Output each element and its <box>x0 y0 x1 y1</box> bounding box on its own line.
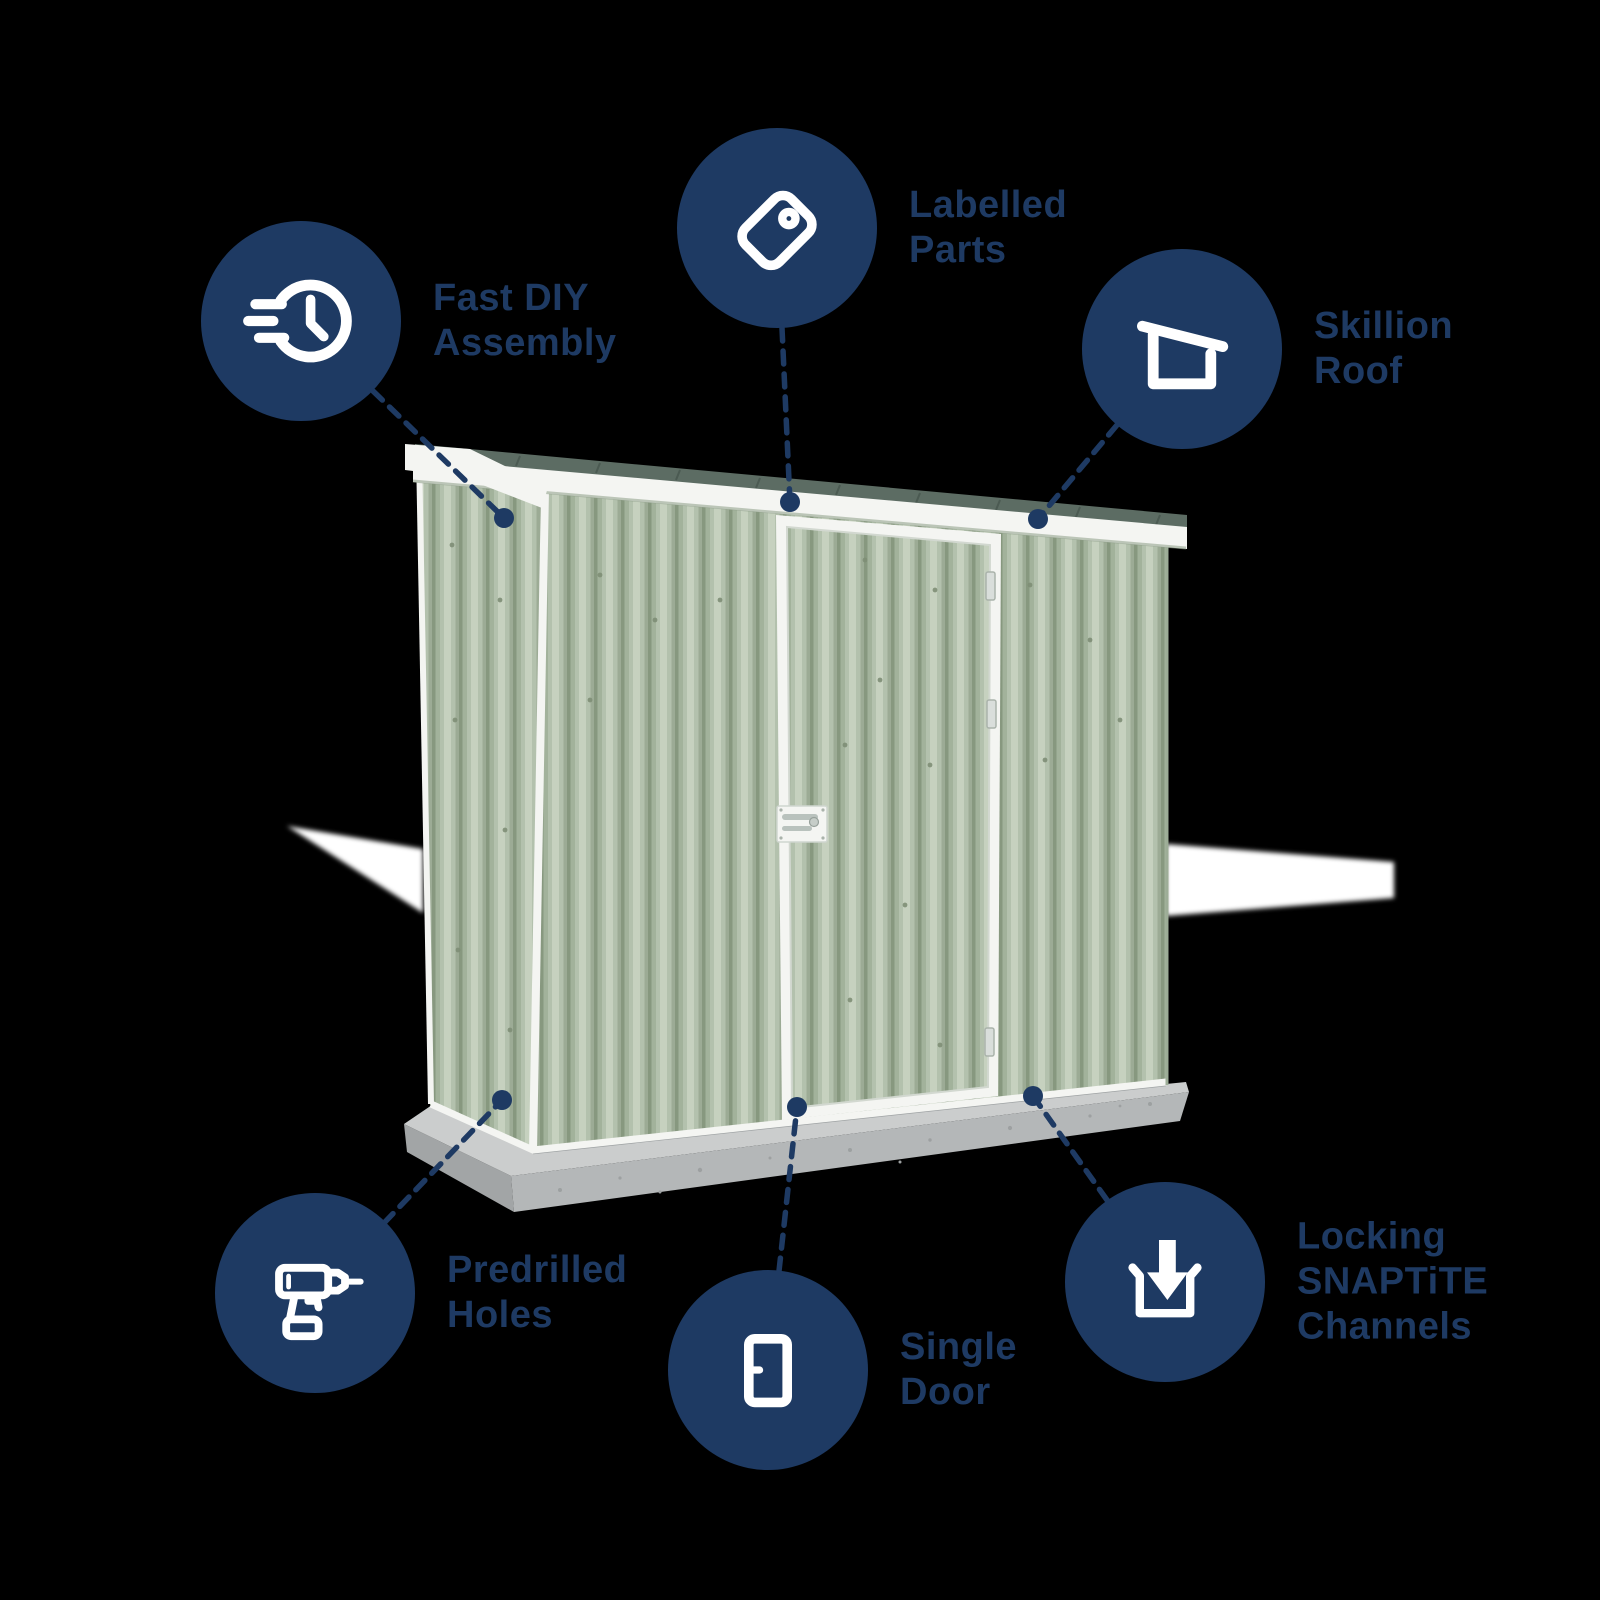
feature-label-line: Roof <box>1314 350 1403 392</box>
feature-label-line: Predrilled <box>447 1249 628 1291</box>
door-latch <box>776 805 828 843</box>
dot-fast-diy <box>494 508 514 528</box>
feature-circle <box>215 1193 415 1393</box>
connector-skillion <box>1035 422 1120 522</box>
dot-snaptite <box>1023 1086 1043 1106</box>
connector-predrilled <box>381 1097 505 1226</box>
feature-label-line: Assembly <box>433 322 617 364</box>
corner-trim <box>529 488 549 1152</box>
speed-clock-icon <box>243 279 352 363</box>
connector-fast-diy <box>370 388 507 521</box>
feature-label-line: Labelled <box>909 184 1068 226</box>
feature-label-line: Door <box>900 1371 991 1413</box>
connector-dots <box>492 492 1048 1117</box>
connector-snaptite <box>1030 1093 1110 1203</box>
feature-label-line: Holes <box>447 1294 553 1336</box>
feature-label-line: Single <box>900 1326 1018 1368</box>
dot-predrilled <box>492 1090 512 1110</box>
feature-single-door: Single Door <box>668 1270 1017 1470</box>
roof-seams <box>515 455 1161 526</box>
feature-label: Skillion Roof <box>1314 304 1453 394</box>
connector-labelled <box>779 325 793 505</box>
feature-label: Single Door <box>900 1325 1017 1415</box>
slab-speckles <box>558 1102 1152 1194</box>
snaptite-channel-icon <box>1128 1240 1202 1318</box>
feature-label-line: Skillion <box>1314 305 1454 347</box>
connector-lines <box>370 325 1120 1274</box>
glare-left <box>287 826 423 913</box>
feature-circle <box>1082 249 1282 449</box>
door-panel <box>787 527 990 1108</box>
feature-label-line: SNAPTiTE <box>1297 1260 1489 1303</box>
dot-single-door <box>787 1097 807 1117</box>
front-fascia <box>413 458 1187 549</box>
feature-label-line: Parts <box>909 229 1007 271</box>
glare-right <box>1166 844 1394 916</box>
slab-left-face <box>404 1124 514 1212</box>
feature-label: Fast DIY Assembly <box>433 276 617 366</box>
drill-icon <box>275 1263 364 1341</box>
single-door-icon <box>744 1334 792 1408</box>
door-hinges <box>984 571 997 1057</box>
roof-sheet <box>415 444 1187 530</box>
dot-labelled <box>780 492 800 512</box>
connector-single-door <box>776 1104 800 1274</box>
feature-skillion-roof: Skillion Roof <box>1082 249 1453 449</box>
background-glare-shapes <box>287 826 1394 916</box>
feature-label: Predrilled Holes <box>447 1248 627 1338</box>
feature-label-line: Locking <box>1297 1215 1447 1258</box>
feature-circle <box>1065 1182 1265 1382</box>
feature-fast-diy-assembly: Fast DIY Assembly <box>201 221 616 421</box>
tag-icon <box>737 190 817 271</box>
feature-circle <box>201 221 401 421</box>
feature-circle <box>677 128 877 328</box>
wall-screws <box>449 542 1123 1033</box>
door-screws <box>842 557 943 1048</box>
feature-label: Labelled Parts <box>909 183 1067 273</box>
feature-locking-snaptite-channels: Locking SNAPTiTE Channels <box>1065 1182 1488 1382</box>
feature-label: Locking SNAPTiTE Channels <box>1297 1215 1488 1350</box>
left-edge-trim <box>416 452 434 1105</box>
shed-door <box>776 515 1001 1120</box>
feature-circle <box>668 1270 868 1470</box>
skillion-roof-icon <box>1137 320 1229 390</box>
feature-label-line: Fast DIY <box>433 277 590 319</box>
feature-label-line: Channels <box>1297 1305 1473 1348</box>
base-rail <box>429 1078 1167 1154</box>
feature-labelled-parts: Labelled Parts <box>677 128 1067 328</box>
shed-left-wall <box>418 452 545 1152</box>
dot-skillion <box>1028 509 1048 529</box>
feature-predrilled-holes: Predrilled Holes <box>215 1193 627 1393</box>
